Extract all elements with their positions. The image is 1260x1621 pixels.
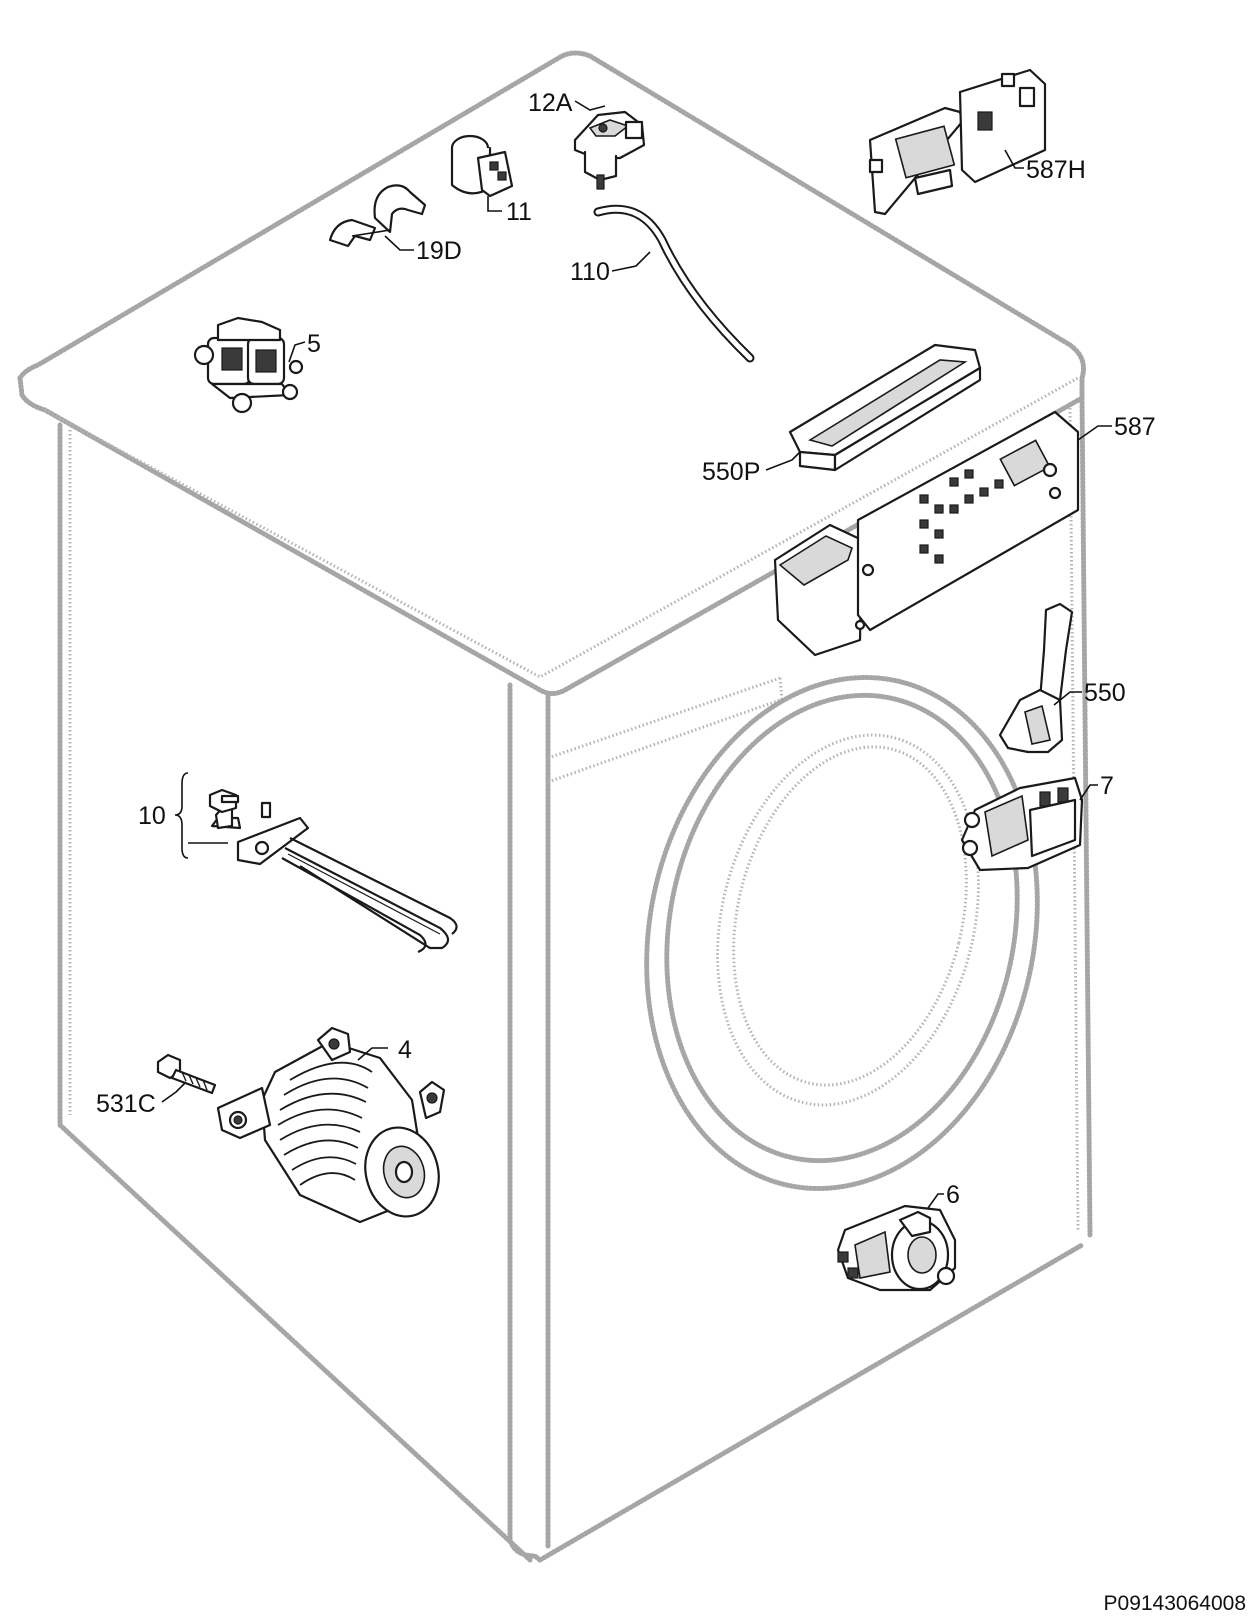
label-4: 4	[398, 1036, 412, 1064]
motor-part	[216, 1026, 446, 1224]
pressure-switch-part	[573, 110, 646, 190]
label-550: 550	[1084, 679, 1126, 707]
label-531c: 531C	[96, 1090, 156, 1118]
door-lock-part	[960, 776, 1084, 872]
label-5: 5	[307, 330, 321, 358]
pressure-hose-part	[593, 204, 755, 363]
label-6: 6	[946, 1181, 960, 1209]
main-board-587-part	[773, 410, 1080, 657]
label-7: 7	[1100, 772, 1114, 800]
label-587: 587	[1114, 413, 1156, 441]
door-bowl	[644, 675, 1040, 1191]
screw-part	[156, 1053, 217, 1095]
dispenser-cover-part	[788, 343, 982, 472]
label-19d: 19D	[416, 237, 462, 265]
label-11: 11	[506, 198, 532, 226]
mains-filter-part	[450, 134, 514, 198]
label-110: 110	[570, 258, 610, 286]
label-587h: 587H	[1026, 156, 1086, 184]
door-handle-part	[998, 602, 1074, 754]
drawing-reference-number: P09143064008	[1104, 1592, 1246, 1615]
part-labels: 12A 11 19D 110 5 587H 587 550P 550 7 10 …	[96, 89, 1156, 1209]
cable-clamp-part	[328, 184, 427, 248]
heating-element-part	[174, 772, 458, 954]
control-board-587h-part	[868, 68, 1047, 216]
label-10: 10	[138, 802, 166, 830]
washer-cabinet	[17, 50, 1093, 1563]
drain-pump-part	[836, 1204, 957, 1292]
inlet-valve-part	[193, 316, 304, 414]
label-12a: 12A	[528, 89, 573, 117]
label-550p: 550P	[702, 458, 760, 486]
